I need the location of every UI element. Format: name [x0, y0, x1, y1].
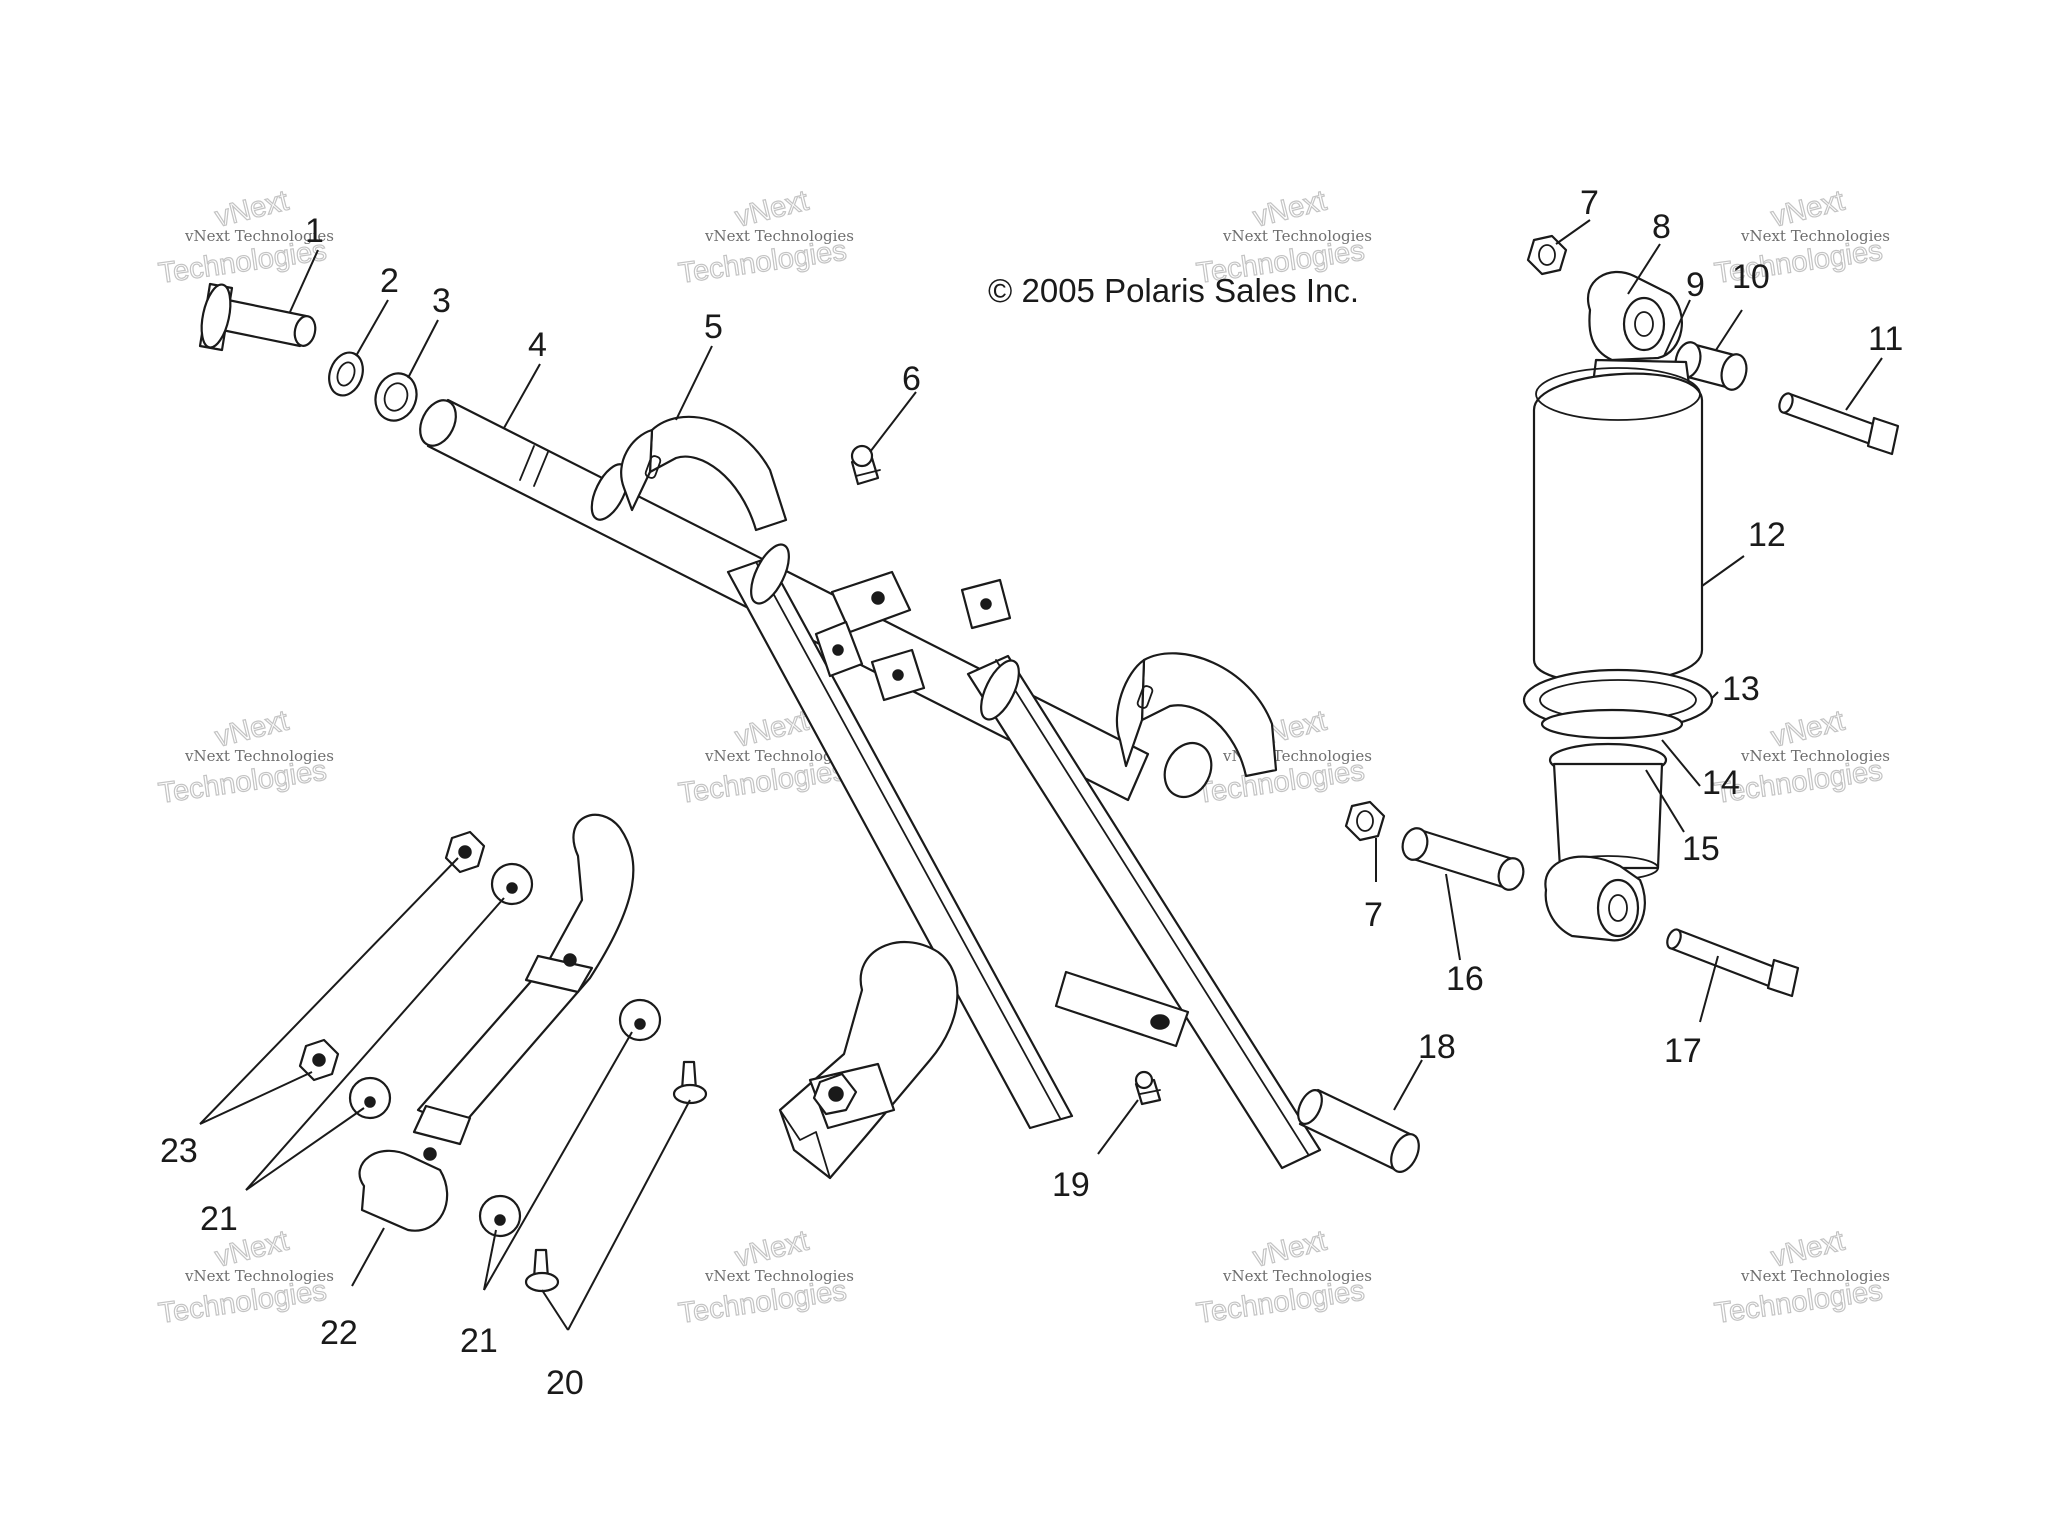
- callout-6: 6: [902, 360, 921, 398]
- part-grease-fitting-6: [850, 444, 881, 486]
- callout-7-lower: 7: [1364, 896, 1383, 934]
- callout-22: 22: [320, 1314, 358, 1352]
- callout-3: 3: [432, 282, 451, 320]
- watermark: vNext vNext Technologies Technologies: [1194, 1224, 1372, 1330]
- watermark-line: vNext Technologies: [184, 227, 334, 245]
- watermark-line: vNext Technologies: [1740, 227, 1890, 245]
- watermark-line: vNext Technologies: [1222, 227, 1372, 245]
- part-sleeve-16: [1401, 827, 1525, 891]
- callout-7: 7: [1580, 184, 1599, 222]
- part-washer-2: [328, 351, 364, 397]
- watermark: vNext vNext Technologies Technologies: [1712, 1224, 1890, 1330]
- callout-10: 10: [1732, 258, 1770, 296]
- callout-21-left: 21: [200, 1200, 238, 1238]
- part-washer-3: [374, 372, 418, 422]
- watermark: vNext vNext Technologies Technologies: [676, 184, 854, 290]
- part-grease-fitting-19: [1134, 1070, 1162, 1106]
- part-eye-bushing-8: [1587, 270, 1684, 362]
- part-nut-7-upper: [1526, 234, 1568, 276]
- part-bolt-1: [198, 282, 317, 352]
- part-link-strap-22: [358, 813, 635, 1232]
- part-shock-absorber-12: [1522, 358, 1714, 942]
- watermark-line: vNext Technologies: [184, 747, 334, 765]
- callout-21-lower: 21: [460, 1322, 498, 1360]
- part-rivet-20: [524, 1060, 708, 1293]
- watermark-line: vNext Technologies: [1740, 747, 1890, 765]
- watermark-line: vNext Technologies: [704, 227, 854, 245]
- callout-13: 13: [1722, 670, 1760, 708]
- callout-15: 15: [1682, 830, 1720, 868]
- callout-1: 1: [305, 212, 324, 250]
- part-swing-arm-frame: [419, 398, 1420, 1173]
- part-bracket-5: [620, 415, 788, 532]
- callout-12: 12: [1748, 516, 1786, 554]
- part-bolt-17: [1666, 928, 1800, 998]
- copyright-notice: © 2005 Polaris Sales Inc.: [988, 272, 1359, 309]
- watermark-line: vNext Technologies: [184, 1267, 334, 1285]
- callout-20: 20: [546, 1364, 584, 1402]
- callout-11: 11: [1868, 320, 1903, 358]
- part-nut-23: [298, 830, 486, 1082]
- callout-5: 5: [704, 308, 723, 346]
- callout-8: 8: [1652, 208, 1671, 246]
- callout-17: 17: [1664, 1032, 1702, 1070]
- watermark-line: vNext Technologies: [704, 1267, 854, 1285]
- callout-16: 16: [1446, 960, 1484, 998]
- watermark: vNext vNext Technologies Technologies: [156, 704, 334, 810]
- part-lower-clamp: [778, 941, 959, 1180]
- watermark-line: vNext Technologies: [1222, 1267, 1372, 1285]
- callout-4: 4: [528, 326, 547, 364]
- part-nut-7-lower: [1344, 800, 1386, 842]
- watermark-line: vNext Technologies: [704, 747, 854, 765]
- watermark: vNext vNext Technologies Technologies: [156, 1224, 334, 1330]
- watermark: vNext vNext Technologies Technologies: [676, 1224, 854, 1330]
- leader-lines: [199, 219, 1883, 1331]
- callout-18: 18: [1418, 1028, 1456, 1066]
- part-bracket-right: [1115, 652, 1278, 799]
- watermark-line: vNext Technologies: [1740, 1267, 1890, 1285]
- callout-9: 9: [1686, 266, 1705, 304]
- part-bolt-11: [1778, 392, 1900, 456]
- callout-2: 2: [380, 262, 399, 300]
- callout-23: 23: [160, 1132, 198, 1170]
- callout-14: 14: [1702, 764, 1740, 802]
- part-washer-21: [348, 862, 662, 1238]
- callout-labels: 1 2 3 4 5 6 7 8 9 10 11 12 13 14 15 7 16…: [160, 184, 1903, 1402]
- callout-19: 19: [1052, 1166, 1090, 1204]
